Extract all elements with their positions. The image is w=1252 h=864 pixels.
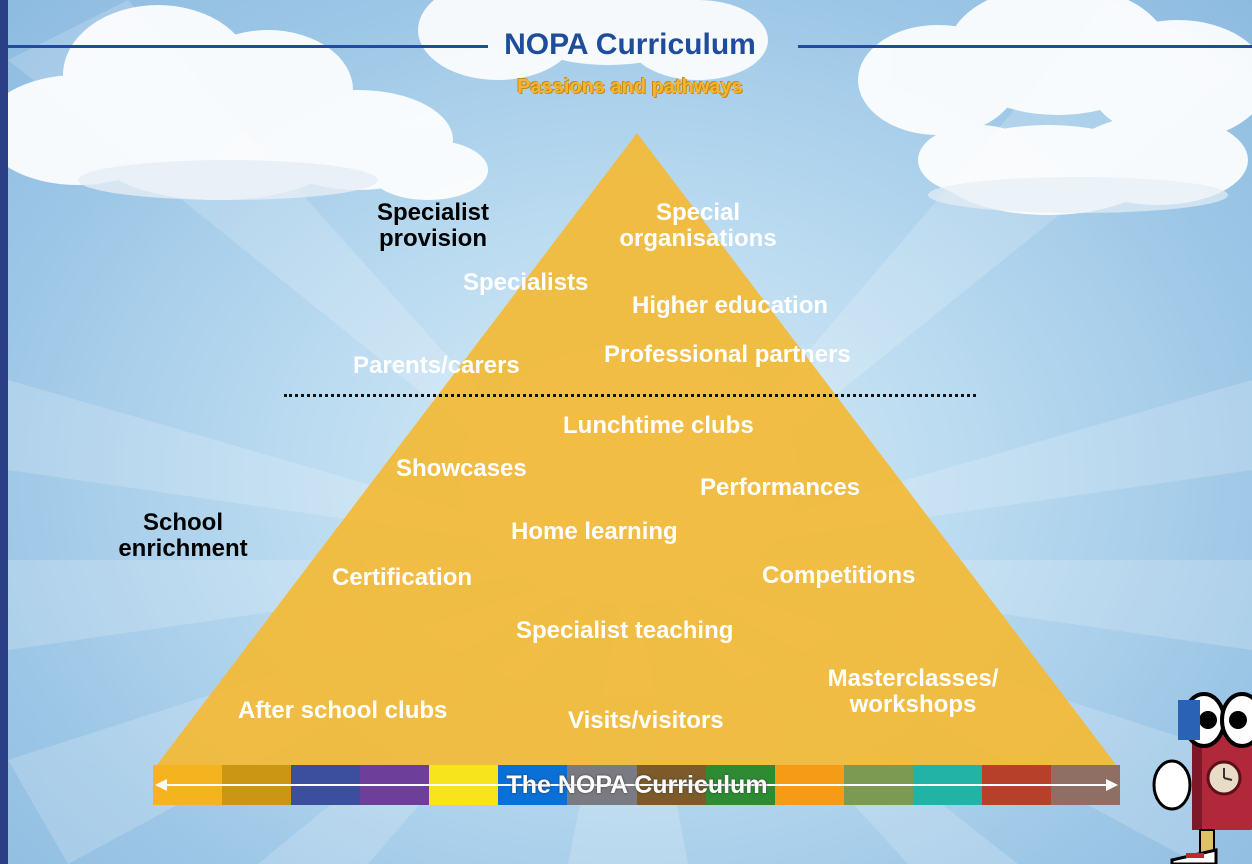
page-title: NOPA Curriculum xyxy=(8,28,1252,62)
special-organisations-line2: organisations xyxy=(619,225,777,252)
specialist-provision-line1: Specialist xyxy=(376,199,490,226)
pyramid xyxy=(153,133,1120,770)
school-enrichment-line2: enrichment xyxy=(118,535,248,562)
label-certification: Certification xyxy=(332,564,473,591)
masterclasses-line1: Masterclasses/ xyxy=(827,665,999,692)
tier-divider xyxy=(284,394,976,397)
title-text: NOPA Curriculum xyxy=(504,28,756,61)
cartoon-character-icon xyxy=(1152,692,1252,864)
label-specialist-teaching: Specialist teaching xyxy=(516,617,734,644)
label-masterclasses-workshops: Masterclasses/ workshops xyxy=(808,666,1018,718)
label-professional-partners: Professional partners xyxy=(604,341,851,368)
label-competitions: Competitions xyxy=(762,562,916,589)
label-special-organisations: Special organisations xyxy=(598,200,798,252)
school-enrichment-line1: School xyxy=(142,509,223,536)
label-school-enrichment: School enrichment xyxy=(98,510,268,562)
title-rule-right xyxy=(798,45,1252,48)
cloud-right xyxy=(858,0,1252,215)
label-specialists: Specialists xyxy=(463,269,589,296)
masterclasses-line2: workshops xyxy=(849,691,977,718)
label-visits-visitors: Visits/visitors xyxy=(568,707,724,734)
curriculum-bar-label: The NOPA Curriculum xyxy=(506,771,768,799)
cloud-top-center xyxy=(418,0,768,80)
label-home-learning: Home learning xyxy=(511,518,678,545)
title-rule-left xyxy=(8,45,488,48)
special-organisations-line1: Special xyxy=(655,199,741,226)
page-subtitle: Passions and pathways xyxy=(517,76,743,98)
label-performances: Performances xyxy=(700,474,861,501)
pyramid-triangle xyxy=(153,133,1120,770)
label-specialist-provision: Specialist provision xyxy=(348,200,518,252)
label-after-school-clubs: After school clubs xyxy=(238,697,448,724)
label-higher-education: Higher education xyxy=(632,292,829,319)
double-arrow-icon xyxy=(155,779,1118,791)
label-parents-carers: Parents/carers xyxy=(353,352,520,379)
diagram-canvas: NOPA Curriculum Passions and pathways Sp… xyxy=(8,0,1252,864)
label-showcases: Showcases xyxy=(396,455,527,482)
label-lunchtime-clubs: Lunchtime clubs xyxy=(563,412,754,439)
cloud-left xyxy=(8,5,488,200)
specialist-provision-line2: provision xyxy=(378,225,487,252)
